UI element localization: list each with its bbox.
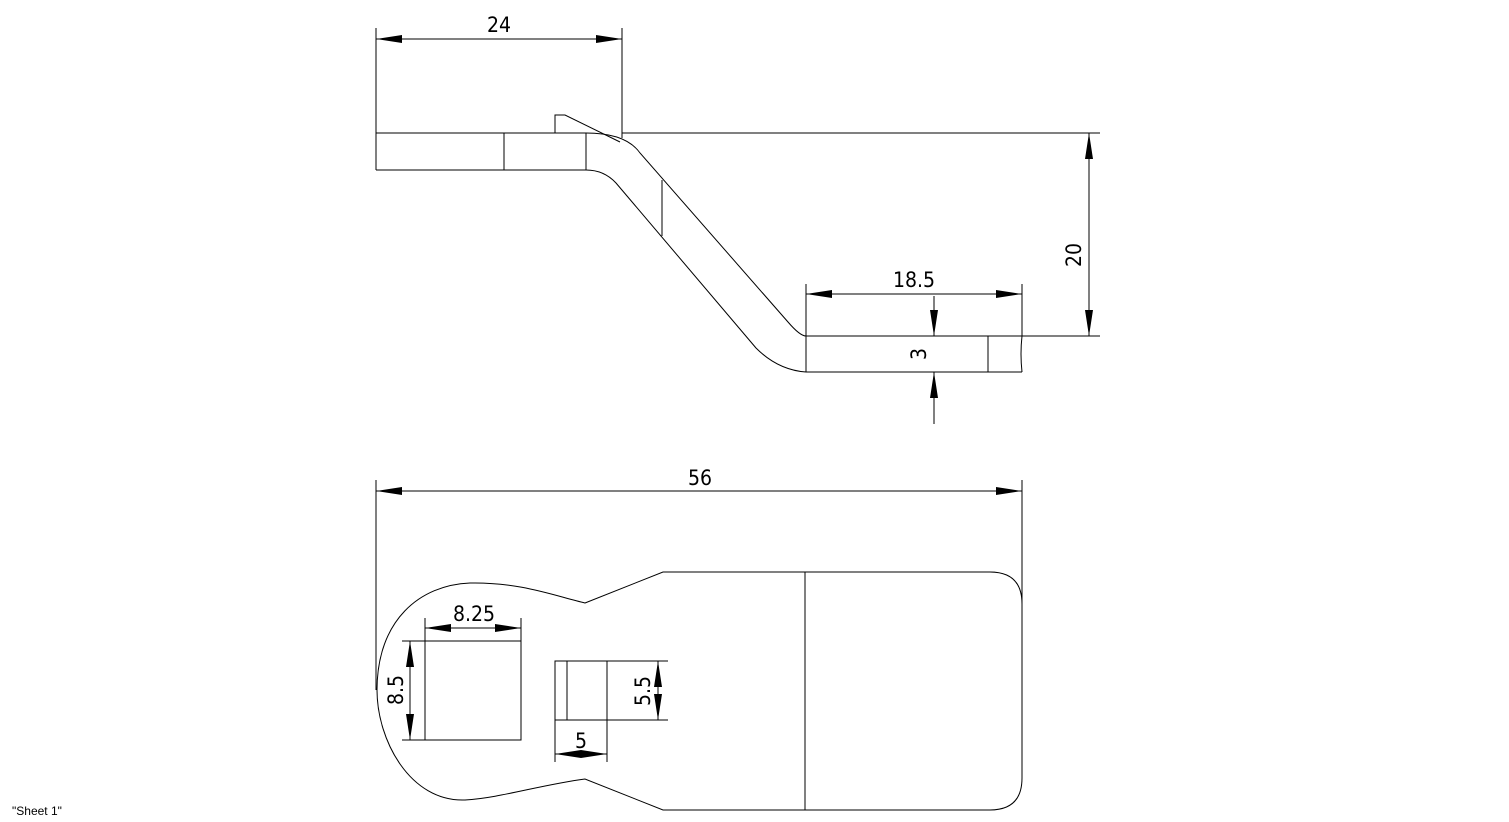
- dim-square-hole-height-label: 8.5: [384, 675, 408, 705]
- small-slot: [554, 660, 608, 721]
- dim-pad-length: 18.5: [805, 268, 1023, 336]
- side-view-right-pad: [805, 335, 1023, 373]
- dim-overall-length-label: 56: [688, 466, 712, 490]
- dim-thickness-label: 3: [907, 348, 931, 360]
- top-view-outline: [376, 571, 1023, 811]
- dim-small-slot-height: 5.5: [607, 660, 668, 721]
- dim-small-slot-height-label: 5.5: [631, 676, 655, 706]
- dim-square-hole-width: 8.25: [424, 602, 522, 641]
- side-view-left-tab: [375, 132, 587, 171]
- dim-pad-length-label: 18.5: [893, 268, 935, 292]
- dim-small-slot-width: 5: [554, 720, 608, 762]
- dim-offset-length: 24: [375, 13, 623, 138]
- square-hole: [424, 640, 522, 741]
- side-view-lower-bend: [585, 169, 807, 373]
- dim-square-hole-height: 8.5: [384, 640, 425, 741]
- side-view-lip: [554, 114, 621, 143]
- dim-height-label: 20: [1062, 243, 1086, 267]
- dim-height: 20: [622, 132, 1100, 337]
- dim-small-slot-width-label: 5: [575, 729, 587, 753]
- dim-offset-length-label: 24: [487, 13, 511, 37]
- dim-thickness: 3: [907, 296, 938, 424]
- top-view: [376, 571, 1023, 811]
- dim-square-hole-width-label: 8.25: [453, 602, 495, 626]
- side-view-upper-bend: [585, 132, 807, 337]
- dim-overall-length: 56: [375, 466, 1023, 690]
- sheet-label: "Sheet 1": [12, 804, 62, 818]
- side-view: [375, 114, 1023, 373]
